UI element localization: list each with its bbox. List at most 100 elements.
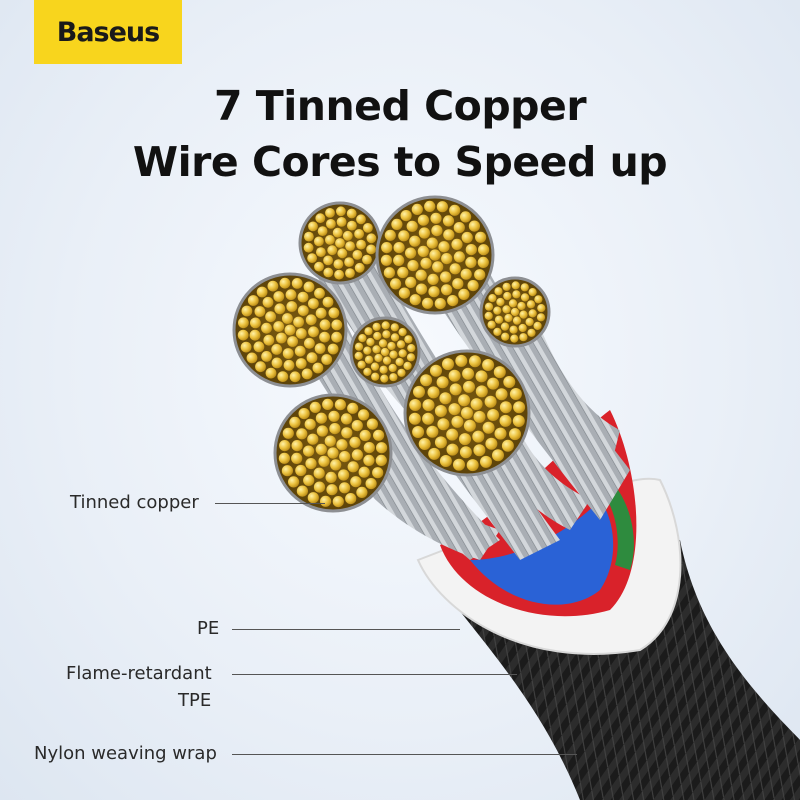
- copper-wire-strand: [308, 221, 318, 232]
- label-pe: PE: [197, 618, 220, 639]
- copper-wire-strand: [418, 227, 430, 239]
- copper-wire-strand: [508, 299, 518, 308]
- copper-wire-strand: [436, 376, 449, 389]
- copper-wire-strand: [503, 376, 516, 388]
- copper-wire-strand: [334, 269, 344, 280]
- copper-wire-strand: [303, 242, 314, 253]
- copper-wire-strand: [383, 267, 395, 279]
- copper-wire-strand: [409, 399, 422, 411]
- copper-wire-strand: [327, 343, 339, 355]
- copper-wire-strand: [465, 256, 477, 268]
- headline: 7 Tinned Copper Wire Cores to Speed up: [0, 78, 800, 190]
- copper-wire-strand: [322, 296, 334, 308]
- copper-wire-strand: [526, 300, 536, 309]
- copper-wire-strand: [298, 408, 310, 420]
- copper-wire-strand: [339, 451, 351, 463]
- copper-wire-strand: [520, 283, 529, 292]
- copper-wire-strand: [418, 438, 431, 450]
- copper-wire-strand: [309, 401, 321, 413]
- copper-wire-strand: [462, 367, 475, 380]
- copper-wire-strand: [320, 495, 332, 507]
- copper-wire-strand: [297, 291, 309, 303]
- copper-wire-strand: [314, 287, 325, 299]
- copper-wire-strand: [390, 278, 402, 290]
- copper-wire-strand: [372, 467, 384, 479]
- copper-wire-strand: [319, 319, 331, 331]
- copper-wire-strand: [363, 367, 372, 376]
- copper-wire-strand: [415, 269, 427, 281]
- copper-wire-strand: [378, 339, 388, 348]
- copper-wire-strand: [322, 398, 334, 410]
- copper-wire-strand: [449, 383, 462, 396]
- copper-wire-strand: [381, 242, 393, 254]
- copper-wire-strand: [373, 331, 382, 341]
- copper-wire-strand: [434, 405, 447, 417]
- copper-wire-strand: [357, 360, 366, 369]
- copper-wire-strand: [325, 208, 335, 218]
- strand-body-3: [290, 310, 500, 560]
- copper-wire-strand: [461, 231, 473, 244]
- copper-wire-strand: [373, 429, 385, 441]
- copper-wire-strand: [470, 398, 483, 411]
- copper-wire-strand: [465, 244, 477, 256]
- copper-wire-strand: [284, 324, 296, 336]
- copper-wire-strand: [448, 403, 461, 416]
- copper-wire-strand: [536, 313, 546, 322]
- copper-wire-strand: [398, 349, 407, 358]
- copper-wire-strand: [325, 471, 337, 483]
- copper-wire-strand: [409, 294, 421, 306]
- copper-wire-strand: [255, 361, 266, 373]
- copper-wire-strand: [332, 227, 343, 238]
- copper-wire-strand: [494, 315, 504, 324]
- copper-wire-strand: [518, 323, 527, 333]
- copper-wire-strand: [487, 409, 500, 421]
- copper-wire-strand: [338, 469, 350, 481]
- copper-wire-strand: [326, 219, 336, 229]
- copper-wire-strand: [438, 241, 450, 253]
- copper-wire-strand: [380, 347, 390, 357]
- copper-wire-strand: [397, 368, 406, 377]
- copper-wire-strand: [511, 281, 520, 290]
- copper-wire-strand: [345, 268, 355, 278]
- copper-wire-strand: [282, 313, 293, 324]
- copper-wire-strand: [321, 354, 333, 365]
- copper-wire-strand: [314, 343, 326, 354]
- copper-wire-strand: [427, 273, 439, 285]
- copper-wire-strand: [403, 361, 412, 370]
- copper-wire-strand: [351, 420, 363, 432]
- copper-wire-strand: [307, 433, 319, 445]
- copper-wire-strand: [409, 235, 421, 247]
- copper-wire-strand: [461, 407, 473, 419]
- copper-wire-strand: [363, 346, 372, 355]
- copper-wire-strand: [417, 214, 429, 226]
- copper-wire-strand: [485, 437, 498, 450]
- copper-wire-strand: [241, 305, 253, 317]
- copper-wire-strand: [510, 307, 520, 317]
- leader-line-nylon: [232, 754, 577, 755]
- copper-wire-strand: [473, 444, 486, 457]
- copper-wire-strand: [446, 443, 459, 456]
- copper-wire-strand: [342, 230, 353, 241]
- copper-wire-strand: [261, 322, 272, 334]
- copper-wire-strand: [261, 351, 272, 362]
- copper-wire-strand: [400, 210, 412, 222]
- copper-wire-strand: [528, 309, 537, 318]
- copper-wire-strand: [294, 345, 306, 357]
- copper-wire-strand: [389, 350, 398, 359]
- copper-wire-strand: [263, 334, 275, 346]
- copper-wire-strand: [346, 208, 357, 219]
- copper-wire-strand: [349, 436, 361, 448]
- copper-wire-strand: [297, 305, 309, 316]
- copper-wire-strand: [375, 454, 387, 466]
- copper-wire-strand: [339, 482, 351, 494]
- copper-wire-strand: [496, 297, 505, 307]
- copper-wire-strand: [315, 443, 327, 455]
- copper-wire-strand: [484, 395, 497, 408]
- copper-wire-strand: [493, 327, 502, 336]
- copper-wire-strand: [482, 421, 495, 434]
- copper-wire-strand: [274, 303, 286, 315]
- copper-wire-strand: [428, 447, 441, 460]
- copper-wire-strand: [499, 414, 512, 427]
- copper-wire-strand: [405, 276, 417, 288]
- copper-wire-strand: [341, 427, 353, 439]
